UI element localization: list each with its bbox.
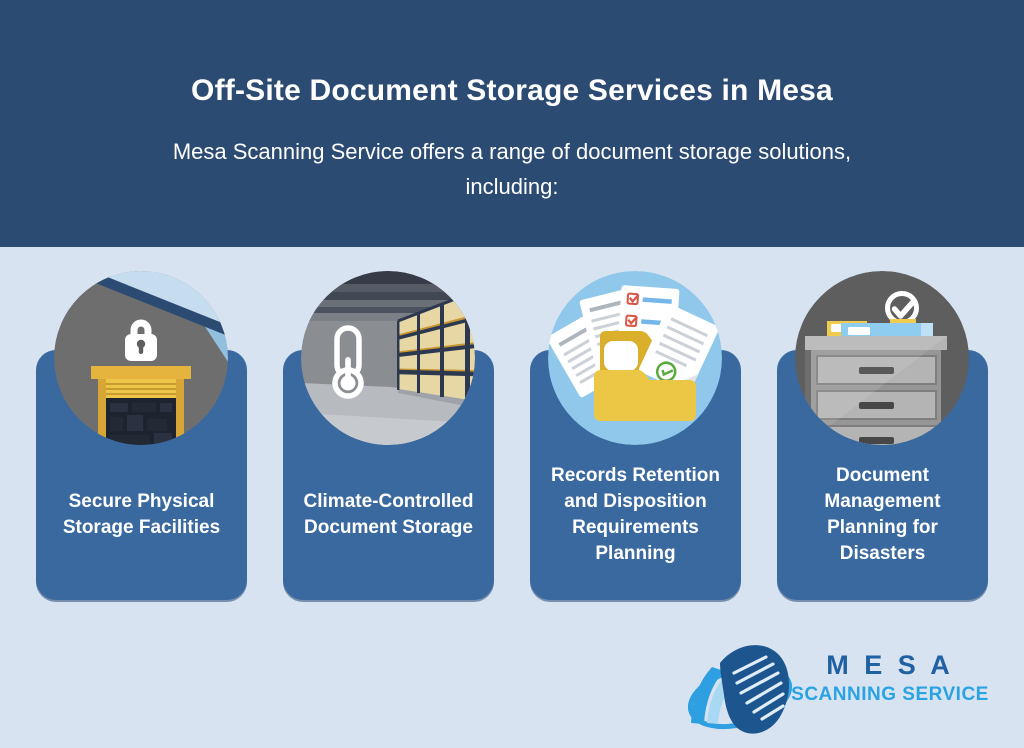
garage-door [91, 366, 191, 445]
card-label-line: Document Storage [304, 517, 473, 538]
subtitle-line-2: including: [465, 174, 559, 199]
card-label-line: and Disposition [564, 491, 707, 512]
storage-unit-lock-illustration [54, 271, 228, 445]
logo-name: M E S A [826, 650, 954, 680]
card-label-line: Storage Facilities [62, 517, 221, 538]
card-label: Climate-Controlled Document Storage [289, 444, 488, 586]
logo-text: M E S A SCANNING SERVICE [772, 650, 1008, 706]
card-label-line: Management [824, 491, 941, 512]
roof-edge [82, 271, 228, 338]
logo-tagline: SCANNING SERVICE [791, 684, 989, 705]
card-label-line: Requirements [572, 517, 699, 538]
folder-front [594, 370, 696, 421]
card-label: Records Retention and Disposition Requir… [536, 444, 735, 586]
filing-cabinet [805, 336, 947, 445]
card-label-line: Disasters [839, 543, 926, 564]
thermometer-icon [332, 325, 364, 399]
filing-cabinet-checkmark-illustration [795, 271, 969, 445]
shelving-rack [397, 289, 475, 408]
header-banner: Off-Site Document Storage Services in Me… [0, 0, 1024, 247]
card-label-line: Document [836, 465, 929, 486]
card-label-line: Planning for [827, 517, 938, 538]
card-label-line: Secure Physical [68, 491, 215, 512]
approved-document [638, 304, 720, 395]
subtitle-line-1: Mesa Scanning Service offers a range of … [172, 139, 852, 164]
card-label-line: Records Retention [551, 465, 720, 486]
card-label: Secure Physical Storage Facilities [42, 444, 241, 586]
padlock-icon [125, 319, 157, 361]
card-label-line: Climate-Controlled [303, 491, 474, 512]
records-folder-documents-illustration [548, 271, 722, 445]
page-title: Off-Site Document Storage Services in Me… [191, 74, 833, 107]
card-label: Document Management Planning for Disaste… [783, 444, 982, 586]
page-subtitle: Mesa Scanning Service offers a range of … [0, 134, 1024, 204]
scanner-document-logo-icon [684, 633, 796, 745]
card-label-line: Planning [595, 543, 676, 564]
climate-controlled-warehouse-illustration [301, 271, 475, 445]
approved-check-badge [655, 361, 677, 382]
